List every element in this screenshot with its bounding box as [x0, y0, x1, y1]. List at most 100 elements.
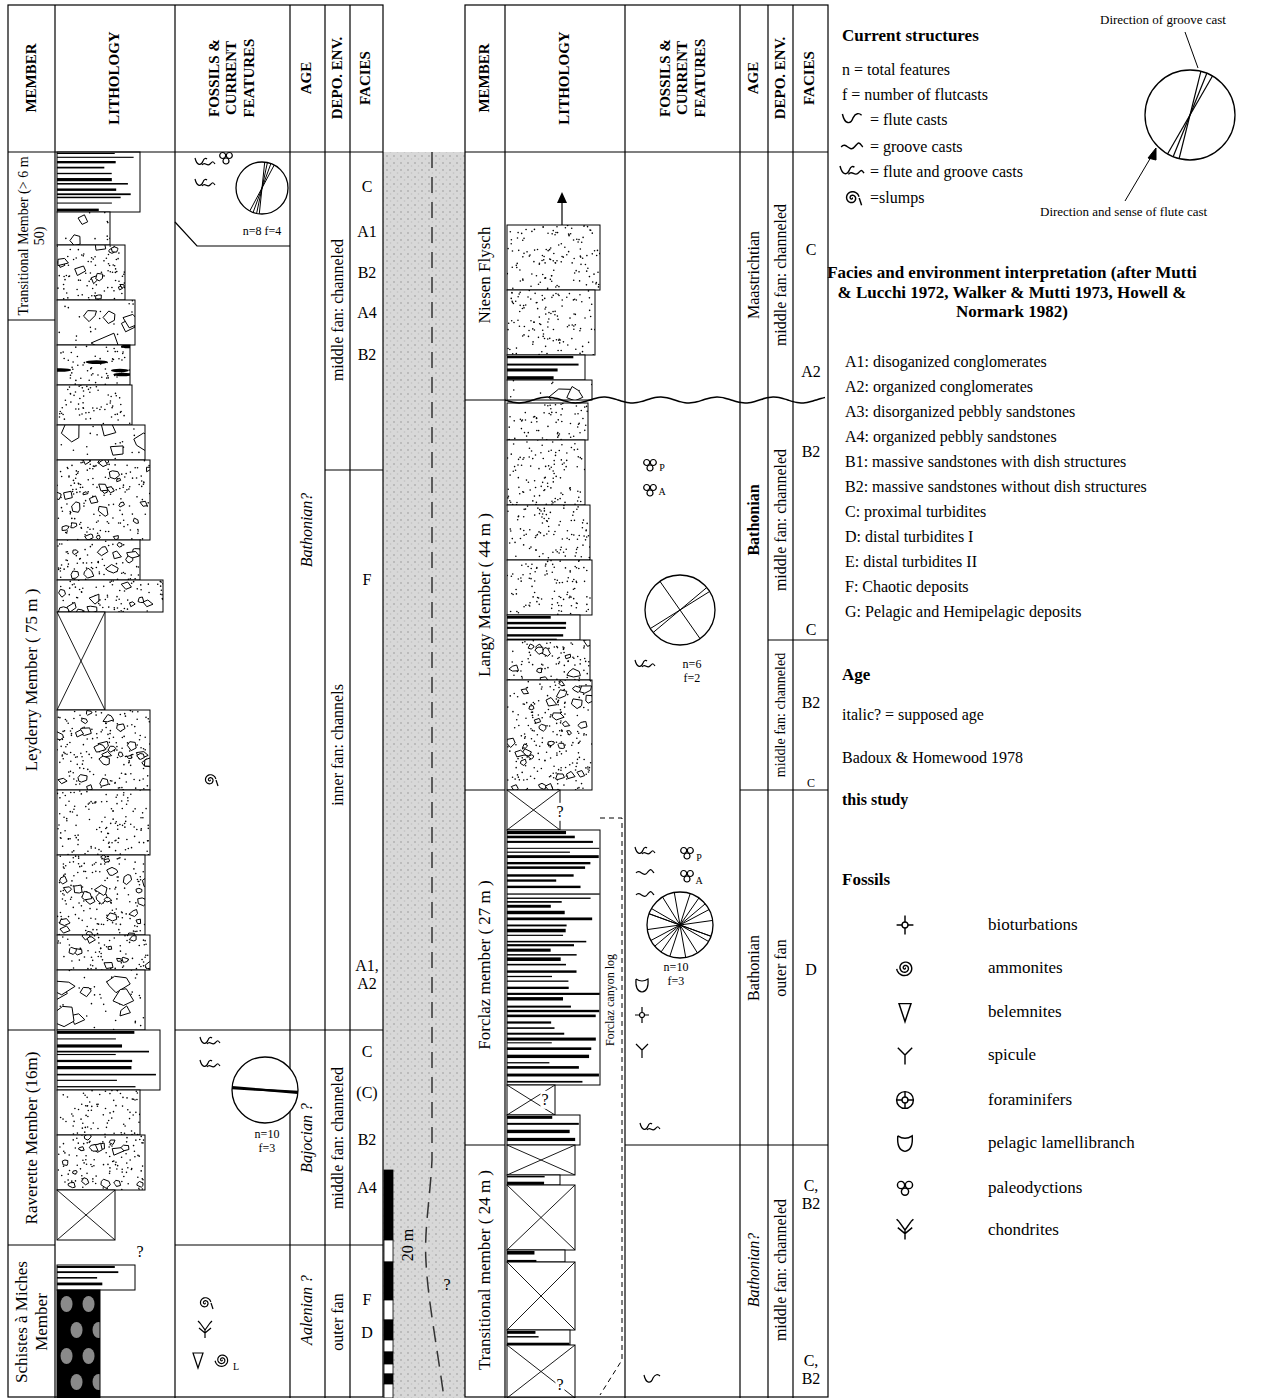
sand-grain — [76, 474, 78, 476]
sand-grain — [62, 754, 64, 756]
sand-grain — [80, 1118, 82, 1120]
sand-grain — [534, 293, 536, 295]
sand-grain — [125, 913, 127, 915]
sand-grain — [89, 391, 91, 393]
sand-grain — [94, 295, 96, 297]
sand-grain — [67, 297, 69, 299]
mud-lamina — [57, 1074, 156, 1076]
sand-grain — [533, 261, 535, 263]
sand-grain — [540, 282, 542, 284]
bed-outline — [57, 790, 150, 855]
sand-grain — [62, 758, 64, 760]
sand-grain — [516, 347, 518, 349]
pebble — [104, 898, 112, 902]
sand-grain — [73, 850, 75, 852]
sand-grain — [559, 339, 561, 341]
sand-grain — [96, 386, 98, 388]
bed-ground — [57, 1190, 115, 1240]
sand-grain — [122, 1097, 124, 1099]
sand-grain — [90, 331, 92, 333]
sand-grain — [101, 712, 103, 714]
sand-grain — [568, 433, 570, 435]
sand-grain — [562, 494, 564, 496]
bed — [57, 300, 135, 345]
sand-grain — [68, 307, 70, 309]
bed — [57, 935, 150, 970]
sand-grain — [101, 923, 103, 925]
sand-grain — [117, 351, 119, 353]
sand-grain — [532, 343, 534, 345]
pebble — [87, 606, 97, 612]
bed-ground — [507, 290, 595, 355]
sand-grain — [552, 260, 554, 262]
clast — [103, 311, 115, 324]
sand-grain — [109, 265, 111, 267]
sand-grain — [537, 308, 539, 310]
sand-grain — [574, 272, 576, 274]
sand-grain — [534, 249, 536, 251]
sand-grain — [121, 1171, 123, 1173]
sand-grain — [122, 441, 124, 443]
sand-grain — [160, 581, 162, 583]
sand-grain — [76, 470, 78, 472]
sand-grain — [553, 329, 555, 331]
bed — [57, 612, 105, 710]
sand-grain — [80, 753, 82, 755]
sand-grain — [571, 227, 573, 229]
sand-grain — [532, 341, 534, 343]
sand-grain — [547, 486, 549, 488]
sand-grain — [120, 950, 122, 952]
sand-grain — [552, 230, 554, 232]
sand-grain — [75, 1147, 77, 1149]
sand-grain — [60, 570, 62, 572]
sand-grain — [86, 386, 88, 388]
sand-grain — [64, 1181, 66, 1183]
sand-grain — [124, 887, 126, 889]
pebble — [84, 1135, 91, 1140]
pebble — [89, 1145, 98, 1152]
sand-grain — [90, 418, 92, 420]
sand-grain — [125, 756, 127, 758]
sand-grain — [82, 387, 84, 389]
sand-grain — [545, 249, 547, 251]
sand-grain — [85, 1115, 87, 1117]
sand-grain — [79, 767, 81, 769]
sand-grain — [103, 1004, 105, 1006]
pebble — [76, 730, 84, 737]
sand-grain — [542, 226, 544, 228]
pebble — [122, 957, 129, 962]
mud-lamina — [57, 1271, 118, 1273]
nodule — [61, 1296, 73, 1312]
sand-grain — [108, 522, 110, 524]
sand-grain — [112, 818, 114, 820]
nodule — [83, 1296, 95, 1312]
sand-grain — [116, 563, 118, 565]
sand-grain — [90, 847, 92, 849]
sand-grain — [121, 1156, 123, 1158]
sand-grain — [137, 467, 139, 469]
sand-grain — [140, 584, 142, 586]
sand-grain — [142, 871, 144, 873]
sand-grain — [139, 780, 141, 782]
sand-grain — [113, 359, 115, 361]
sand-grain — [92, 929, 94, 931]
sand-grain — [83, 407, 85, 409]
sand-grain — [560, 403, 562, 405]
sand-grain — [62, 936, 64, 938]
sand-grain — [119, 510, 121, 512]
sand-grain — [143, 939, 145, 941]
sand-grain — [67, 566, 69, 568]
sand-grain — [60, 471, 62, 473]
sand-grain — [121, 808, 123, 810]
sand-grain — [553, 269, 555, 271]
sand-grain — [107, 856, 109, 858]
sand-grain — [93, 1122, 95, 1124]
sand-grain — [105, 794, 107, 796]
sand-grain — [114, 298, 116, 300]
nodule — [71, 1374, 83, 1390]
bed-outline — [57, 612, 105, 710]
sand-grain — [573, 435, 575, 437]
sand-grain — [62, 1004, 64, 1006]
sand-grain — [531, 421, 533, 423]
mud-lens — [86, 360, 108, 364]
